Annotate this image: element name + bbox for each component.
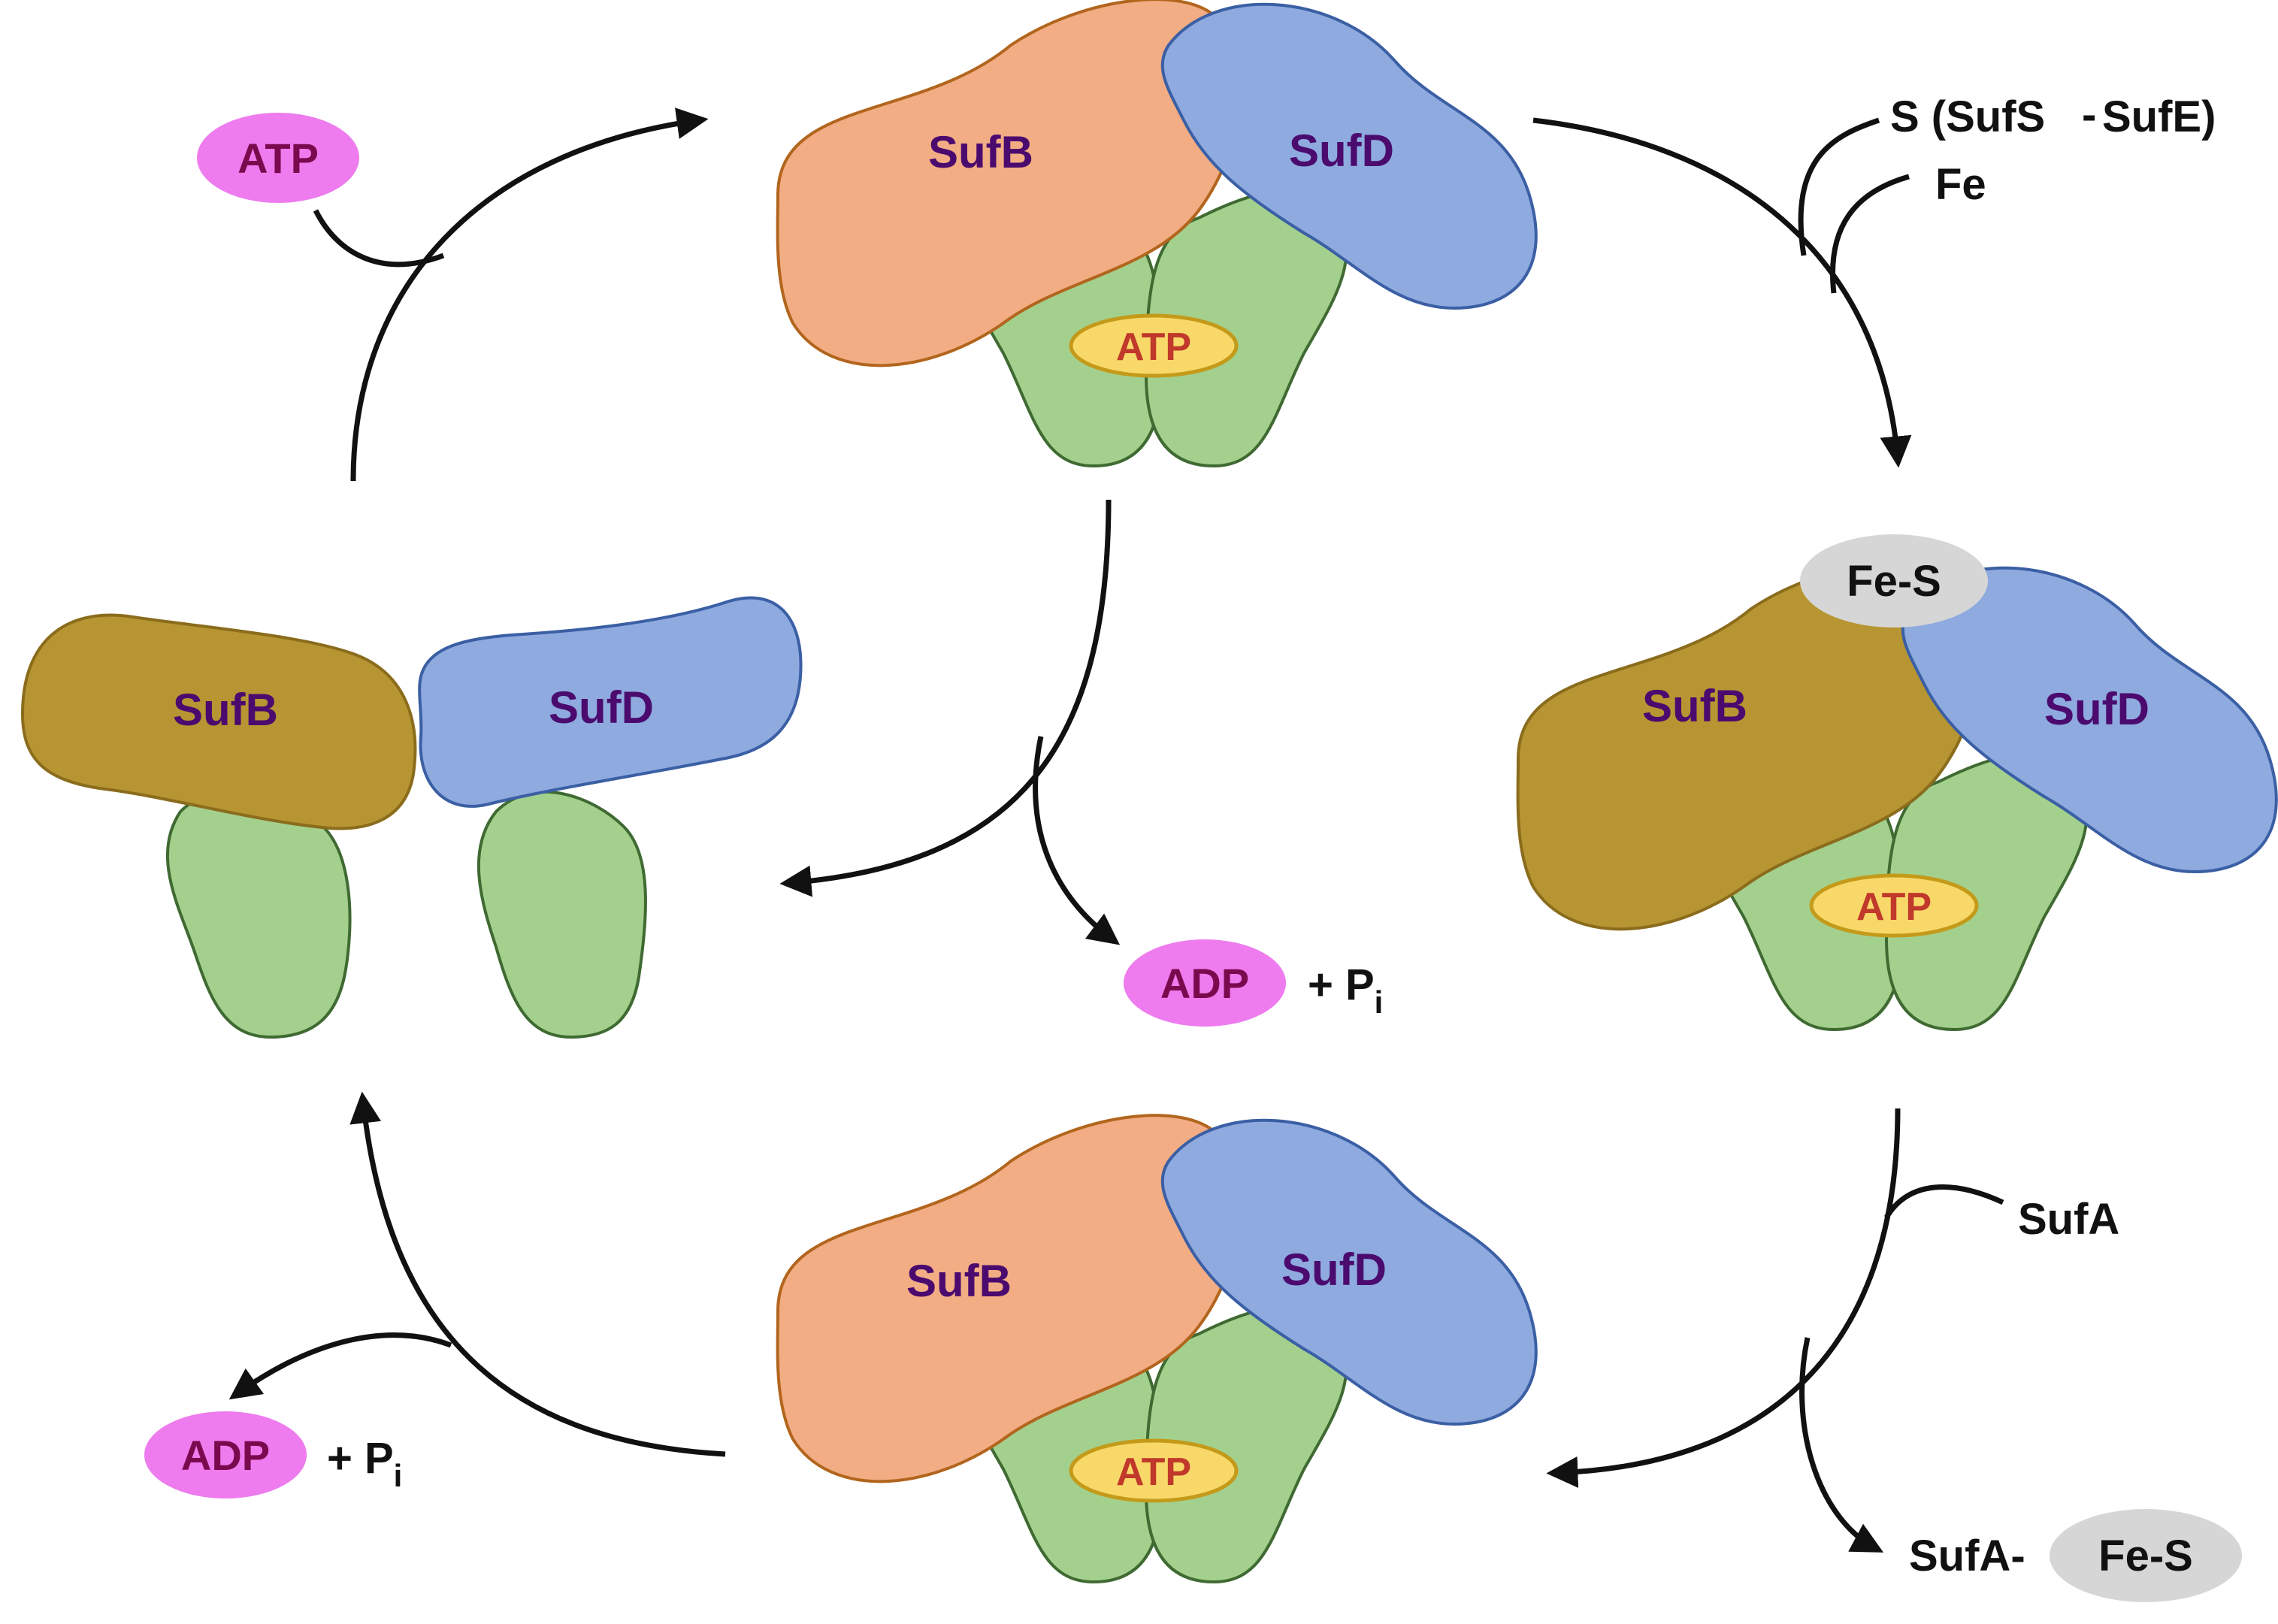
atp-binding-site [1069,1438,1239,1503]
sufc-subunit-right [476,790,647,1039]
fe-s-cluster [1800,534,1988,628]
sulfur-donor-label: SufE) [2102,92,2216,141]
complex-right: ATP SufB SufD Fe-S [1516,534,2278,1031]
atp-site-label: ATP [1856,885,1932,929]
atp-binding-site [1809,873,1979,938]
atp-input-label: ATP [237,135,319,182]
fe-s-cluster-label: Fe-S [1847,557,1941,606]
arrow-top-to-right [1532,117,1912,468]
adp-output-left: ADP + Pi [144,1411,402,1498]
arrow-right-to-bottom [1546,1108,1901,1488]
sufd-label: SufD [549,682,654,733]
arrow-sufa-fes-output [1799,1337,1884,1553]
arrow-iron-input [1830,174,1910,294]
sufb-label: SufB [1642,681,1747,731]
sufd-subunit [418,596,803,808]
sufb-subunit [20,613,417,830]
fe-s-cluster [2050,1509,2242,1602]
sufb-label: SufB [173,685,278,735]
pi-subscript: i [1375,984,1384,1020]
arrow-atp-input [313,209,445,268]
adp-pill [144,1411,307,1498]
pi-label: + Pi [1308,960,1383,1020]
sufa-input: SufA [2018,1195,2119,1244]
arrow-bottom-to-left [349,1091,726,1457]
pi-prefix: + P [1308,960,1375,1009]
pi-label: + Pi [327,1434,402,1493]
reaction-arrows [228,107,2004,1553]
sufa-fes-output: SufA- Fe-S [1909,1509,2242,1602]
fe-s-cluster-label: Fe-S [2098,1532,2193,1580]
pi-subscript: i [394,1458,403,1493]
adp-output-center: ADP + Pi [1124,939,1383,1027]
sulfur-input-label: S (SufS [1890,92,2045,141]
arrow-sufa-input [1884,1184,2004,1219]
atp-site-label: ATP [1116,1450,1191,1494]
arrow-top-to-left [779,499,1112,897]
arrow-left-to-top [350,107,709,482]
sufb-label: SufB [928,127,1033,177]
sufd-label: SufD [2044,684,2149,734]
atp-binding-site [1069,313,1239,378]
sufd-label: SufD [1281,1244,1387,1295]
adp-label: ADP [1160,960,1249,1007]
pi-prefix: + P [327,1434,394,1483]
arrow-adp-output-center [1033,736,1121,945]
atp-input: ATP [197,113,359,203]
sufd-label: SufD [1289,126,1394,176]
atp-site-label: ATP [1116,325,1191,369]
arrow-sulfur-input [1798,117,1880,256]
sulfur-dash: - [2082,90,2096,139]
sulfur-iron-inputs: S (SufS - SufE) Fe [1890,90,2216,209]
arrow-adp-output-left [228,1332,452,1400]
atp-pill [197,113,359,203]
sufa-input-label: SufA [2018,1195,2119,1244]
iron-input-label: Fe [1935,160,1986,209]
adp-pill [1124,939,1286,1027]
complex-left: SufB SufD [20,596,803,1039]
complex-top: ATP SufB SufD [776,0,1538,467]
sufb-label: SufB [906,1256,1012,1306]
complex-bottom: ATP SufB SufD [776,1114,1538,1583]
adp-label: ADP [181,1432,270,1479]
sufa-product-label: SufA- [1909,1532,2025,1580]
